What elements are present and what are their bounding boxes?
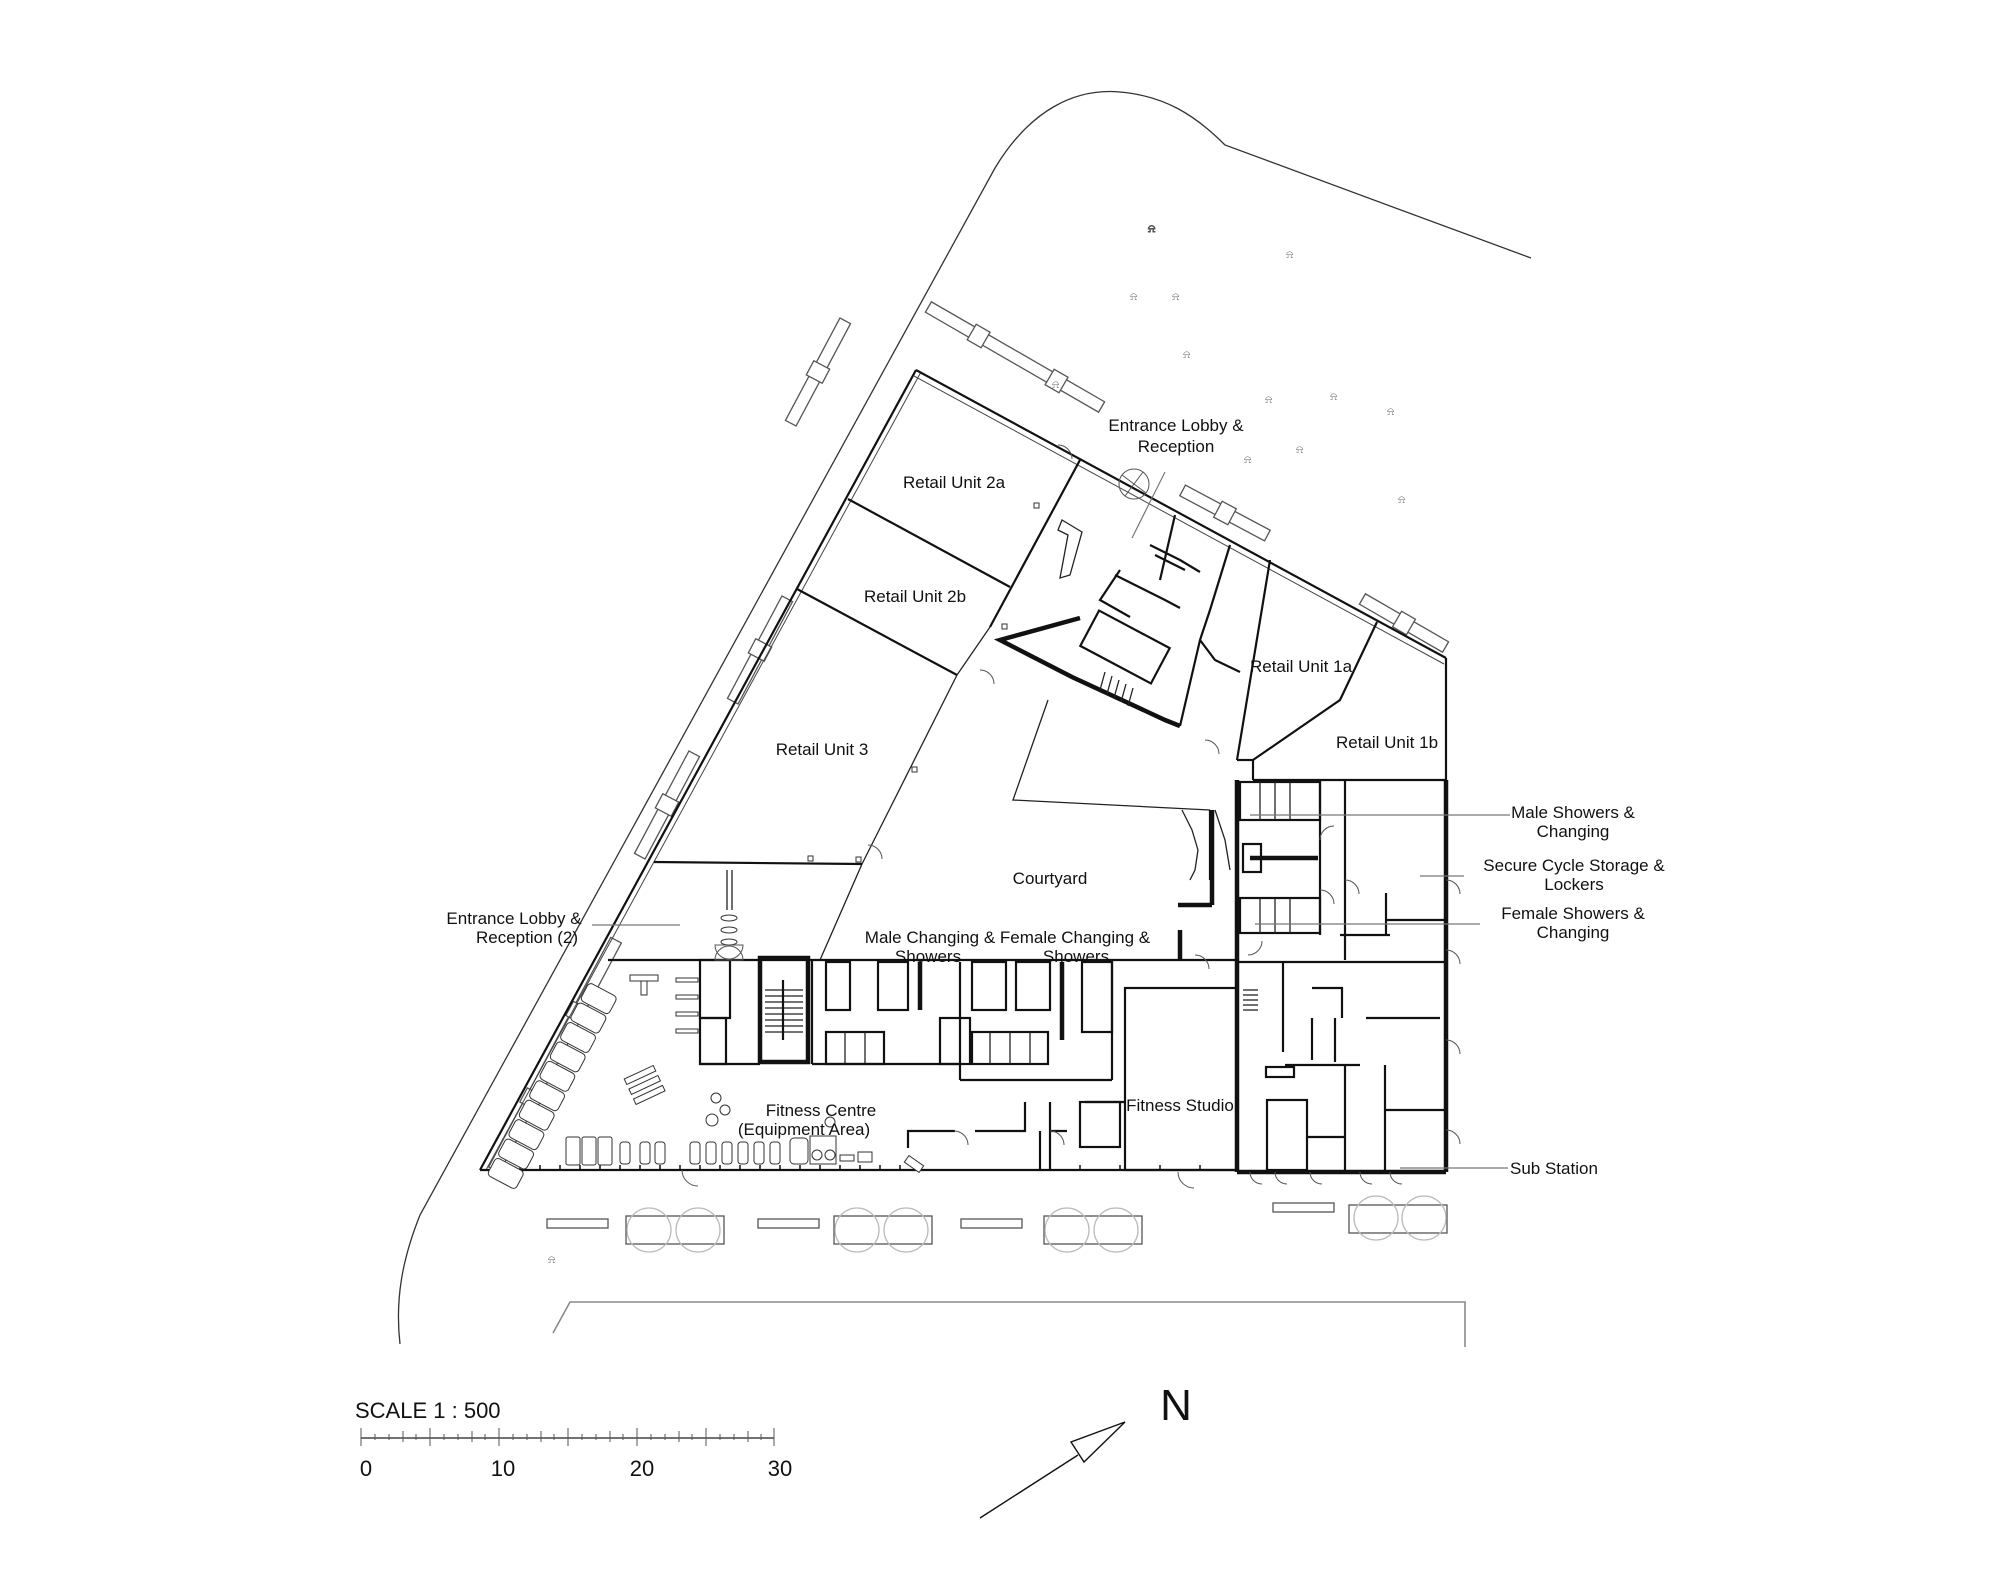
street-planters <box>546 1195 1448 1253</box>
svg-text:Reception: Reception <box>1138 437 1215 456</box>
callout-cycle-storage: Secure Cycle Storage & <box>1483 856 1665 875</box>
label-retail-2b: Retail Unit 2b <box>864 587 966 606</box>
room-labels: Entrance Lobby & Reception Retail Unit 2… <box>446 416 1438 1139</box>
courtyard-elements <box>1012 699 1231 960</box>
label-male-changing: Male Changing & <box>865 928 996 947</box>
lobby-2-turnstiles <box>592 870 744 961</box>
callout-sub-station: Sub Station <box>1510 1159 1598 1178</box>
callout-labels: Male Showers & Changing Secure Cycle Sto… <box>1483 803 1665 1178</box>
scale-label: SCALE 1 : 500 <box>355 1398 501 1423</box>
label-fitness-studio: Fitness Studio <box>1126 1096 1234 1115</box>
callout-male-showers: Male Showers & <box>1511 803 1635 822</box>
label-retail-1b: Retail Unit 1b <box>1336 733 1438 752</box>
svg-text:⍾: ⍾ <box>548 1254 555 1266</box>
svg-text:⍾: ⍾ <box>1398 494 1405 506</box>
retail-wing-walls <box>608 459 1081 962</box>
scale-tick-20: 20 <box>630 1456 654 1481</box>
fitness-equipment <box>487 974 925 1189</box>
plaza-bollards: ⍾ ⍾ ⍾ ⍾ ⍾ ⍾ ⍾ ⍾ ⍾ ⍾ ⍾ ⍾ ⍾ <box>548 223 1405 1267</box>
label-retail-3: Retail Unit 3 <box>776 740 869 759</box>
svg-text:⍾: ⍾ <box>1296 444 1303 456</box>
building-outer-walls <box>479 369 1449 1175</box>
north-arrow-shaft <box>979 1454 1079 1519</box>
svg-text:⍾: ⍾ <box>1148 223 1155 235</box>
label-retail-2a: Retail Unit 2a <box>903 473 1006 492</box>
door-swings <box>681 444 1461 1189</box>
svg-text:Lockers: Lockers <box>1544 875 1604 894</box>
north-arrow: N <box>979 1381 1192 1519</box>
street-edge-line <box>552 1301 1466 1347</box>
label-courtyard: Courtyard <box>1013 869 1088 888</box>
right-service-block <box>1234 780 1446 1172</box>
label-retail-1a: Retail Unit 1a <box>1250 657 1353 676</box>
callout-female-showers: Female Showers & <box>1501 904 1645 923</box>
svg-text:⍾: ⍾ <box>1330 391 1337 403</box>
ne-facade-planters <box>924 300 1450 654</box>
south-block-walls <box>698 955 1239 1172</box>
svg-text:⍾: ⍾ <box>1265 394 1272 406</box>
site-boundary-curve <box>397 90 1532 1345</box>
label-female-changing: Female Changing & <box>1000 928 1151 947</box>
svg-text:(Equipment Area): (Equipment Area) <box>738 1120 870 1139</box>
scale-bar: SCALE 1 : 500 0 10 20 30 <box>355 1398 792 1481</box>
svg-text:⍾: ⍾ <box>1286 249 1293 261</box>
svg-text:⍾: ⍾ <box>1183 349 1190 361</box>
north-label: N <box>1160 1381 1192 1430</box>
north-arrow-head-icon <box>1069 1421 1126 1464</box>
svg-text:⍾: ⍾ <box>1172 291 1179 303</box>
svg-text:Showers: Showers <box>895 947 961 966</box>
scale-tick-0: 0 <box>360 1456 372 1481</box>
svg-text:Reception (2): Reception (2) <box>476 928 578 947</box>
label-fitness-centre: Fitness Centre <box>766 1101 877 1120</box>
svg-text:⍾: ⍾ <box>1052 379 1059 391</box>
label-entrance-lobby-1: Entrance Lobby & <box>1108 416 1244 435</box>
label-entrance-lobby-2: Entrance Lobby & <box>446 909 582 928</box>
svg-text:⍾: ⍾ <box>1130 291 1137 303</box>
svg-text:Changing: Changing <box>1537 923 1610 942</box>
callout-leaders <box>1250 814 1510 1169</box>
entrance-lobby-core <box>993 468 1272 761</box>
svg-text:Showers: Showers <box>1043 947 1109 966</box>
scale-tick-10: 10 <box>491 1456 515 1481</box>
scale-tick-30: 30 <box>768 1456 792 1481</box>
svg-text:⍾: ⍾ <box>1244 454 1251 466</box>
svg-text:⍾: ⍾ <box>1387 406 1394 418</box>
svg-text:Changing: Changing <box>1537 822 1610 841</box>
retail-1-walls <box>1237 621 1446 782</box>
